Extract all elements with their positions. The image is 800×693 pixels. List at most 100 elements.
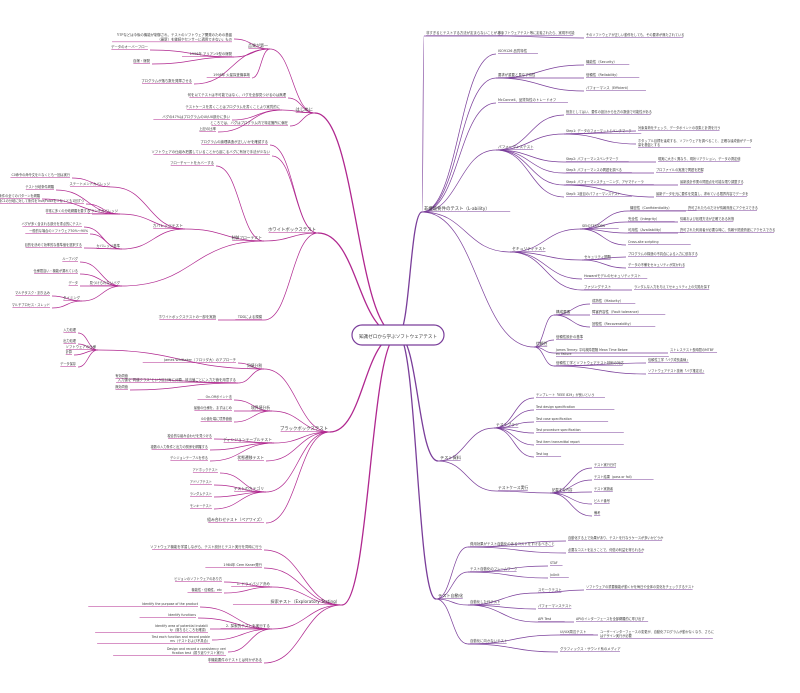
- node-ta-c1a[interactable]: ソフトウェアの重要機能が動くかを毎日や全体の変化をチェックするテスト: [586, 584, 694, 589]
- node-bb-c[interactable]: ディシジョンテーブルテスト: [223, 437, 272, 442]
- node-ta-b1[interactable]: STAF: [550, 561, 558, 565]
- node-nf-f[interactable]: セキュリティテスト: [512, 246, 546, 251]
- node-ts-a5[interactable]: Test item transmittal report: [535, 440, 581, 444]
- node-ta-c[interactable]: 自動化した代テスト: [470, 599, 501, 604]
- node-nf-e3a[interactable]: プロファイルの実施で問題を把握: [656, 167, 705, 172]
- node-ta[interactable]: テスト自動化: [438, 592, 464, 599]
- node-wb-c2a1[interactable]: C0命令の命令文を少なくとも一回は実行: [12, 172, 71, 177]
- node-nf[interactable]: 非機能要件のテスト（L-ability）: [424, 205, 490, 212]
- node-ts-a1[interactable]: テンプレート「IEEE 829」が良いという: [536, 392, 595, 397]
- node-ts-b1[interactable]: 記載する内容: [552, 487, 573, 492]
- node-bb-f[interactable]: 組み合わせテスト（ペアワイズ）: [207, 517, 264, 522]
- node-ex-d[interactable]: 2. 探索的テストを実行する: [226, 623, 271, 628]
- node-bb-a1a[interactable]: 入力処理: [63, 327, 77, 332]
- node-nf-g2[interactable]: 信頼性設計の基準: [556, 334, 584, 339]
- node-ta-a1[interactable]: 自動化する上で効果があり、テストを行なうケースが多いかどうか: [568, 535, 664, 540]
- node-hajimeni-c1[interactable]: バグの47%はプログラムのUI/UX部分に多い: [162, 114, 230, 119]
- node-ts-a4[interactable]: Test procedure specification: [535, 428, 581, 432]
- node-nf-f1a[interactable]: 機密性（Confidentiality）: [630, 205, 672, 210]
- node-bb-c1[interactable]: 複合的な組み合わせを見つける: [167, 433, 212, 438]
- node-ex-a[interactable]: ソフトウェア機能を学習しながら、テスト設計とテスト実行を同時に行う: [150, 544, 262, 549]
- node-nf-e2a[interactable]: 現実に大きく異なり、現状リアクション。データの測定値: [658, 156, 741, 161]
- node-hajimeni-a[interactable]: 品質が第一: [248, 42, 268, 48]
- node-wb-c2b[interactable]: ブランチカバレッジ: [87, 208, 118, 213]
- node-ex-d1[interactable]: Identify the purpose of the product: [142, 602, 199, 606]
- node-nf-c[interactable]: 要求が重要と見なす特性: [498, 72, 536, 77]
- node-bb-a2[interactable]: James Whittaker（フロリダ大）のアプローチ: [163, 357, 237, 362]
- node-bb-c3[interactable]: デシジョンテーブルを作る: [170, 455, 208, 460]
- node-ex-e[interactable]: 非機能要件のテストとは何かがある: [208, 657, 262, 662]
- node-bb-e3[interactable]: ランダムテスト: [190, 491, 212, 496]
- node-nf-e3[interactable]: Step3: パフォーマンスの問題を調べる: [566, 167, 622, 172]
- node-nf-e4[interactable]: Step4: パフォーマンスチューニング、アサマティーラ: [566, 179, 644, 184]
- node-bb-a[interactable]: 同値分割: [247, 363, 262, 368]
- node-ta-d1[interactable]: UI/UX周辺テスト: [560, 629, 586, 634]
- node-hajimeni-c2[interactable]: ところでは、バグはプログラム内で特定箇所に偏在: [210, 120, 288, 125]
- node-wb-c3a[interactable]: ループバグ: [62, 256, 79, 261]
- node-wb-c[interactable]: 制御フローテスト: [232, 235, 263, 240]
- node-bb-b2[interactable]: 最値の仕様を、まずはじめ: [194, 405, 232, 410]
- node-bb-a3b[interactable]: 無効同値: [115, 384, 129, 389]
- node-nf-g4a[interactable]: 信頼性工学「バグ成長曲線」: [648, 357, 689, 362]
- node-wb-d1[interactable]: ホワイトボックステストの一部を実施: [158, 314, 216, 319]
- node-ts-a6[interactable]: Test log: [535, 452, 548, 456]
- node-nf-e1[interactable]: Step1: データのフォーマットとベンチマーク: [566, 128, 632, 133]
- node-bb-b3[interactable]: 0の値を端に境界値値: [201, 416, 233, 421]
- node-nf-f4[interactable]: ファジングテスト: [584, 284, 611, 289]
- node-nf-g[interactable]: 信頼性: [536, 341, 548, 346]
- node-nf-g1b[interactable]: 障害許容性（Fault tolerance）: [592, 309, 641, 314]
- node-nf-e2[interactable]: Step2: パフォーマンスベンチマーク: [566, 156, 619, 161]
- node-wb-c2a[interactable]: ステートメントカバレッジ: [69, 181, 110, 186]
- node-wb-a[interactable]: プログラムの論理構造が正しいかを確認する: [200, 139, 268, 144]
- node-bb-e[interactable]: テストのカテゴリ: [234, 486, 264, 491]
- node-nf-g4b[interactable]: ソフトウェアテスト技術「バグ推定法」: [648, 368, 705, 373]
- node-ta-b2[interactable]: JxUnit: [549, 573, 560, 577]
- node-ta-a2[interactable]: 必要なコストを払うことで、何倍の利益を得られるか: [568, 547, 645, 552]
- node-nf-e4a[interactable]: 最新設計作業の問題点を可能な限り調整する: [680, 179, 744, 184]
- node-nf-e0[interactable]: 役割としてはい、要件の設計から仕方の数値で可能性がある: [566, 109, 652, 114]
- node-nf-g1[interactable]: 構成要素: [556, 309, 571, 314]
- node-nf-g4[interactable]: 信頼性工学とソフトウェアテスト技術の対応: [556, 360, 624, 365]
- node-nf-f2[interactable]: セキュリティ問題: [584, 254, 612, 259]
- node-wb[interactable]: ホワイトボックステスト: [268, 226, 316, 233]
- node-ta-c2[interactable]: パフォーマンステスト: [538, 603, 572, 608]
- node-nf-b[interactable]: ISO9126 品質特性: [498, 48, 528, 53]
- node-nf-f1d[interactable]: Cross-site scripting: [628, 240, 658, 244]
- node-nf-c1[interactable]: 機能性（Security）: [586, 59, 617, 64]
- node-ta-d1a[interactable]: ユーザーインターフェースの変更が、自動化プログラムが動かなくなり、さらにはデザイ…: [600, 629, 714, 638]
- node-wb-c3d[interactable]: タイミング: [63, 295, 81, 300]
- node-hajimeni-a3[interactable]: プログラムが落ち数を発揮させる: [141, 78, 192, 83]
- node-ta-d[interactable]: 自動化に向かないテスト: [470, 638, 507, 643]
- node-bb[interactable]: ブラックボックステスト: [280, 425, 328, 432]
- node-nf-e1a[interactable]: 対象負荷をチェック、データポイントの収集と計測を行う: [638, 125, 721, 130]
- node-ex-c1[interactable]: ビジョンのソフトウェアのあり方: [174, 576, 222, 581]
- node-ta-c1[interactable]: スモークテスト: [538, 587, 562, 592]
- node-hajimeni-a1[interactable]: 「ITPなどは今後の機能が制御され、テストのソフトウェア開発のための基盤（最新）…: [115, 32, 233, 41]
- node-wb-c3b[interactable]: 仕様間違い・機能が漏れている: [33, 268, 78, 273]
- node-nf-e5[interactable]: Step5: 2度目のパフォーマンステスト: [566, 191, 621, 196]
- node-ex-d2[interactable]: Identify functions: [168, 613, 196, 617]
- node-nf-f3[interactable]: Howardモデルのセキュリティテスト: [584, 273, 641, 278]
- node-ts-a[interactable]: テストプラン: [496, 422, 519, 427]
- node-nf-g3a[interactable]: ストレステスト長時間のMTBF: [670, 347, 714, 352]
- node-nf-e1b[interactable]: ホタップル目標を達成する、ソフトウェアを調べること、正確な達成値がデータ量を基盤…: [638, 138, 753, 147]
- node-bb-e1[interactable]: アドホックテスト: [193, 467, 219, 472]
- node-ts[interactable]: テスト資料: [440, 454, 462, 461]
- node-nf-f4a[interactable]: ランダムな入力を与えてセキュリティ上の欠陥を探す: [634, 284, 710, 289]
- node-wb-c2c[interactable]: カバレッジ基準: [96, 243, 120, 248]
- node-bb-d[interactable]: 状態遷移テスト: [237, 455, 264, 460]
- node-hajimeni-a2[interactable]: 1996年 アリアン5型の爆発: [190, 51, 233, 56]
- node-bb-c2[interactable]: 複数の入力条件と出力の関係を網羅する: [151, 444, 208, 449]
- node-wb-c2c3[interactable]: 目的を決めて効率的な基準値を選択する: [25, 242, 82, 247]
- node-bb-a3a[interactable]: 有効同値: [115, 373, 129, 378]
- node-hajimeni-b[interactable]: 何を以てテストは不可能ではなく、バグを全部見つけるのは無理: [188, 92, 287, 97]
- node-wb-c3c[interactable]: データ: [68, 280, 78, 285]
- node-hajimeni-c3[interactable]: 上記の比率: [199, 126, 217, 131]
- node-nf-e4b[interactable]: 最新データを元に要件を見直し、求めている限界内容でデータを: [656, 191, 748, 196]
- node-ta-a[interactable]: 費用効果がテスト自動化のあるコストをすけるべきこと: [470, 541, 555, 546]
- node-nf-c3[interactable]: パフォーマンス（Efficient）: [586, 85, 630, 90]
- node-nf-a2[interactable]: そのソフトウェアが正しい動作をしても、その要求が満たされている: [586, 32, 684, 37]
- node-bb-a1d[interactable]: データ保存: [60, 361, 77, 366]
- node-ts-b1e[interactable]: 備考: [594, 510, 600, 515]
